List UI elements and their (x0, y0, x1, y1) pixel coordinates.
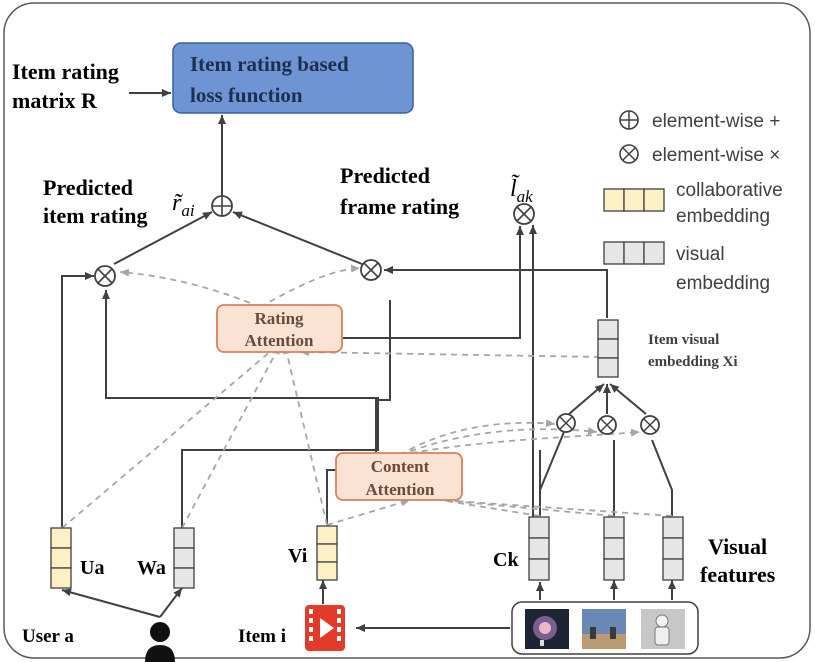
vector-vi (316, 525, 338, 581)
outer-frame (3, 2, 811, 659)
item-visual-embedding-vector (597, 319, 619, 378)
content-attention-line1: Content (371, 457, 430, 476)
rating-attention-line1: Rating (254, 309, 304, 328)
vector-vi-label: Vi (288, 545, 308, 567)
legend: element-wise + element-wise × collaborat… (603, 110, 783, 294)
vector-feature-3 (662, 516, 684, 581)
legend-collab-line2: embedding (676, 206, 770, 227)
l-ak-symbol: l̃ak (510, 174, 533, 206)
legend-visual-swatch (603, 241, 665, 265)
content-attention-line2: Attention (366, 480, 435, 499)
film-icon (305, 605, 345, 651)
legend-collab-swatch (603, 188, 665, 212)
times-node-feature-1 (556, 413, 576, 433)
legend-visual-line2: embedding (676, 273, 770, 294)
times-node-feature-2 (597, 415, 617, 435)
vector-ua-label: Ua (80, 557, 104, 579)
legend-plus-label: element-wise + (652, 111, 780, 132)
item-visual-line2: embedding Xi (648, 354, 738, 370)
loss-function-line2: loss function (190, 83, 303, 107)
vector-ck (528, 516, 550, 581)
vector-wa-label: Wa (137, 557, 166, 579)
predicted-frame-line2: frame rating (340, 194, 459, 219)
times-node-feature-3 (640, 415, 660, 435)
times-node-lak (513, 203, 535, 225)
item-rating-matrix-line1: Item rating (12, 59, 119, 84)
predicted-item-line2: item rating (43, 203, 147, 228)
rating-attention-box: Rating Attention (216, 304, 343, 353)
frame-image-3 (641, 609, 685, 649)
vector-feature-2 (603, 516, 625, 581)
solid-connections (61, 211, 676, 632)
item-visual-line1: Item visual (648, 332, 719, 348)
legend-times-label: element-wise × (652, 145, 780, 166)
visual-features-line2: features (700, 562, 776, 587)
visual-features-line1: Visual (708, 534, 767, 559)
plus-node (211, 195, 233, 217)
legend-times-icon (619, 144, 639, 164)
content-attention-box: Content Attention (335, 452, 463, 501)
times-node-left (94, 265, 116, 287)
user-a-label: User a (22, 626, 74, 647)
frame-image-1 (525, 609, 569, 649)
legend-collab-line1: collaborative (676, 180, 783, 201)
legend-visual-line1: visual (676, 244, 725, 265)
loss-function-box: Item rating based loss function (172, 42, 414, 114)
predicted-frame-line1: Predicted (340, 163, 430, 188)
r-ai-symbol: r̃ai (172, 190, 195, 220)
vector-ua (50, 527, 72, 589)
vector-wa (173, 527, 195, 589)
loss-function-line1: Item rating based (190, 52, 349, 76)
item-rating-matrix-line2: matrix R (12, 88, 98, 113)
legend-plus-icon (619, 110, 639, 130)
vector-ck-label: Ck (493, 549, 519, 571)
user-icon (145, 622, 175, 662)
frame-image-2 (582, 609, 626, 649)
item-i-label: Item i (238, 626, 286, 647)
rating-attention-line2: Attention (245, 331, 314, 350)
predicted-item-line1: Predicted (43, 175, 133, 200)
times-node-right (360, 259, 382, 281)
